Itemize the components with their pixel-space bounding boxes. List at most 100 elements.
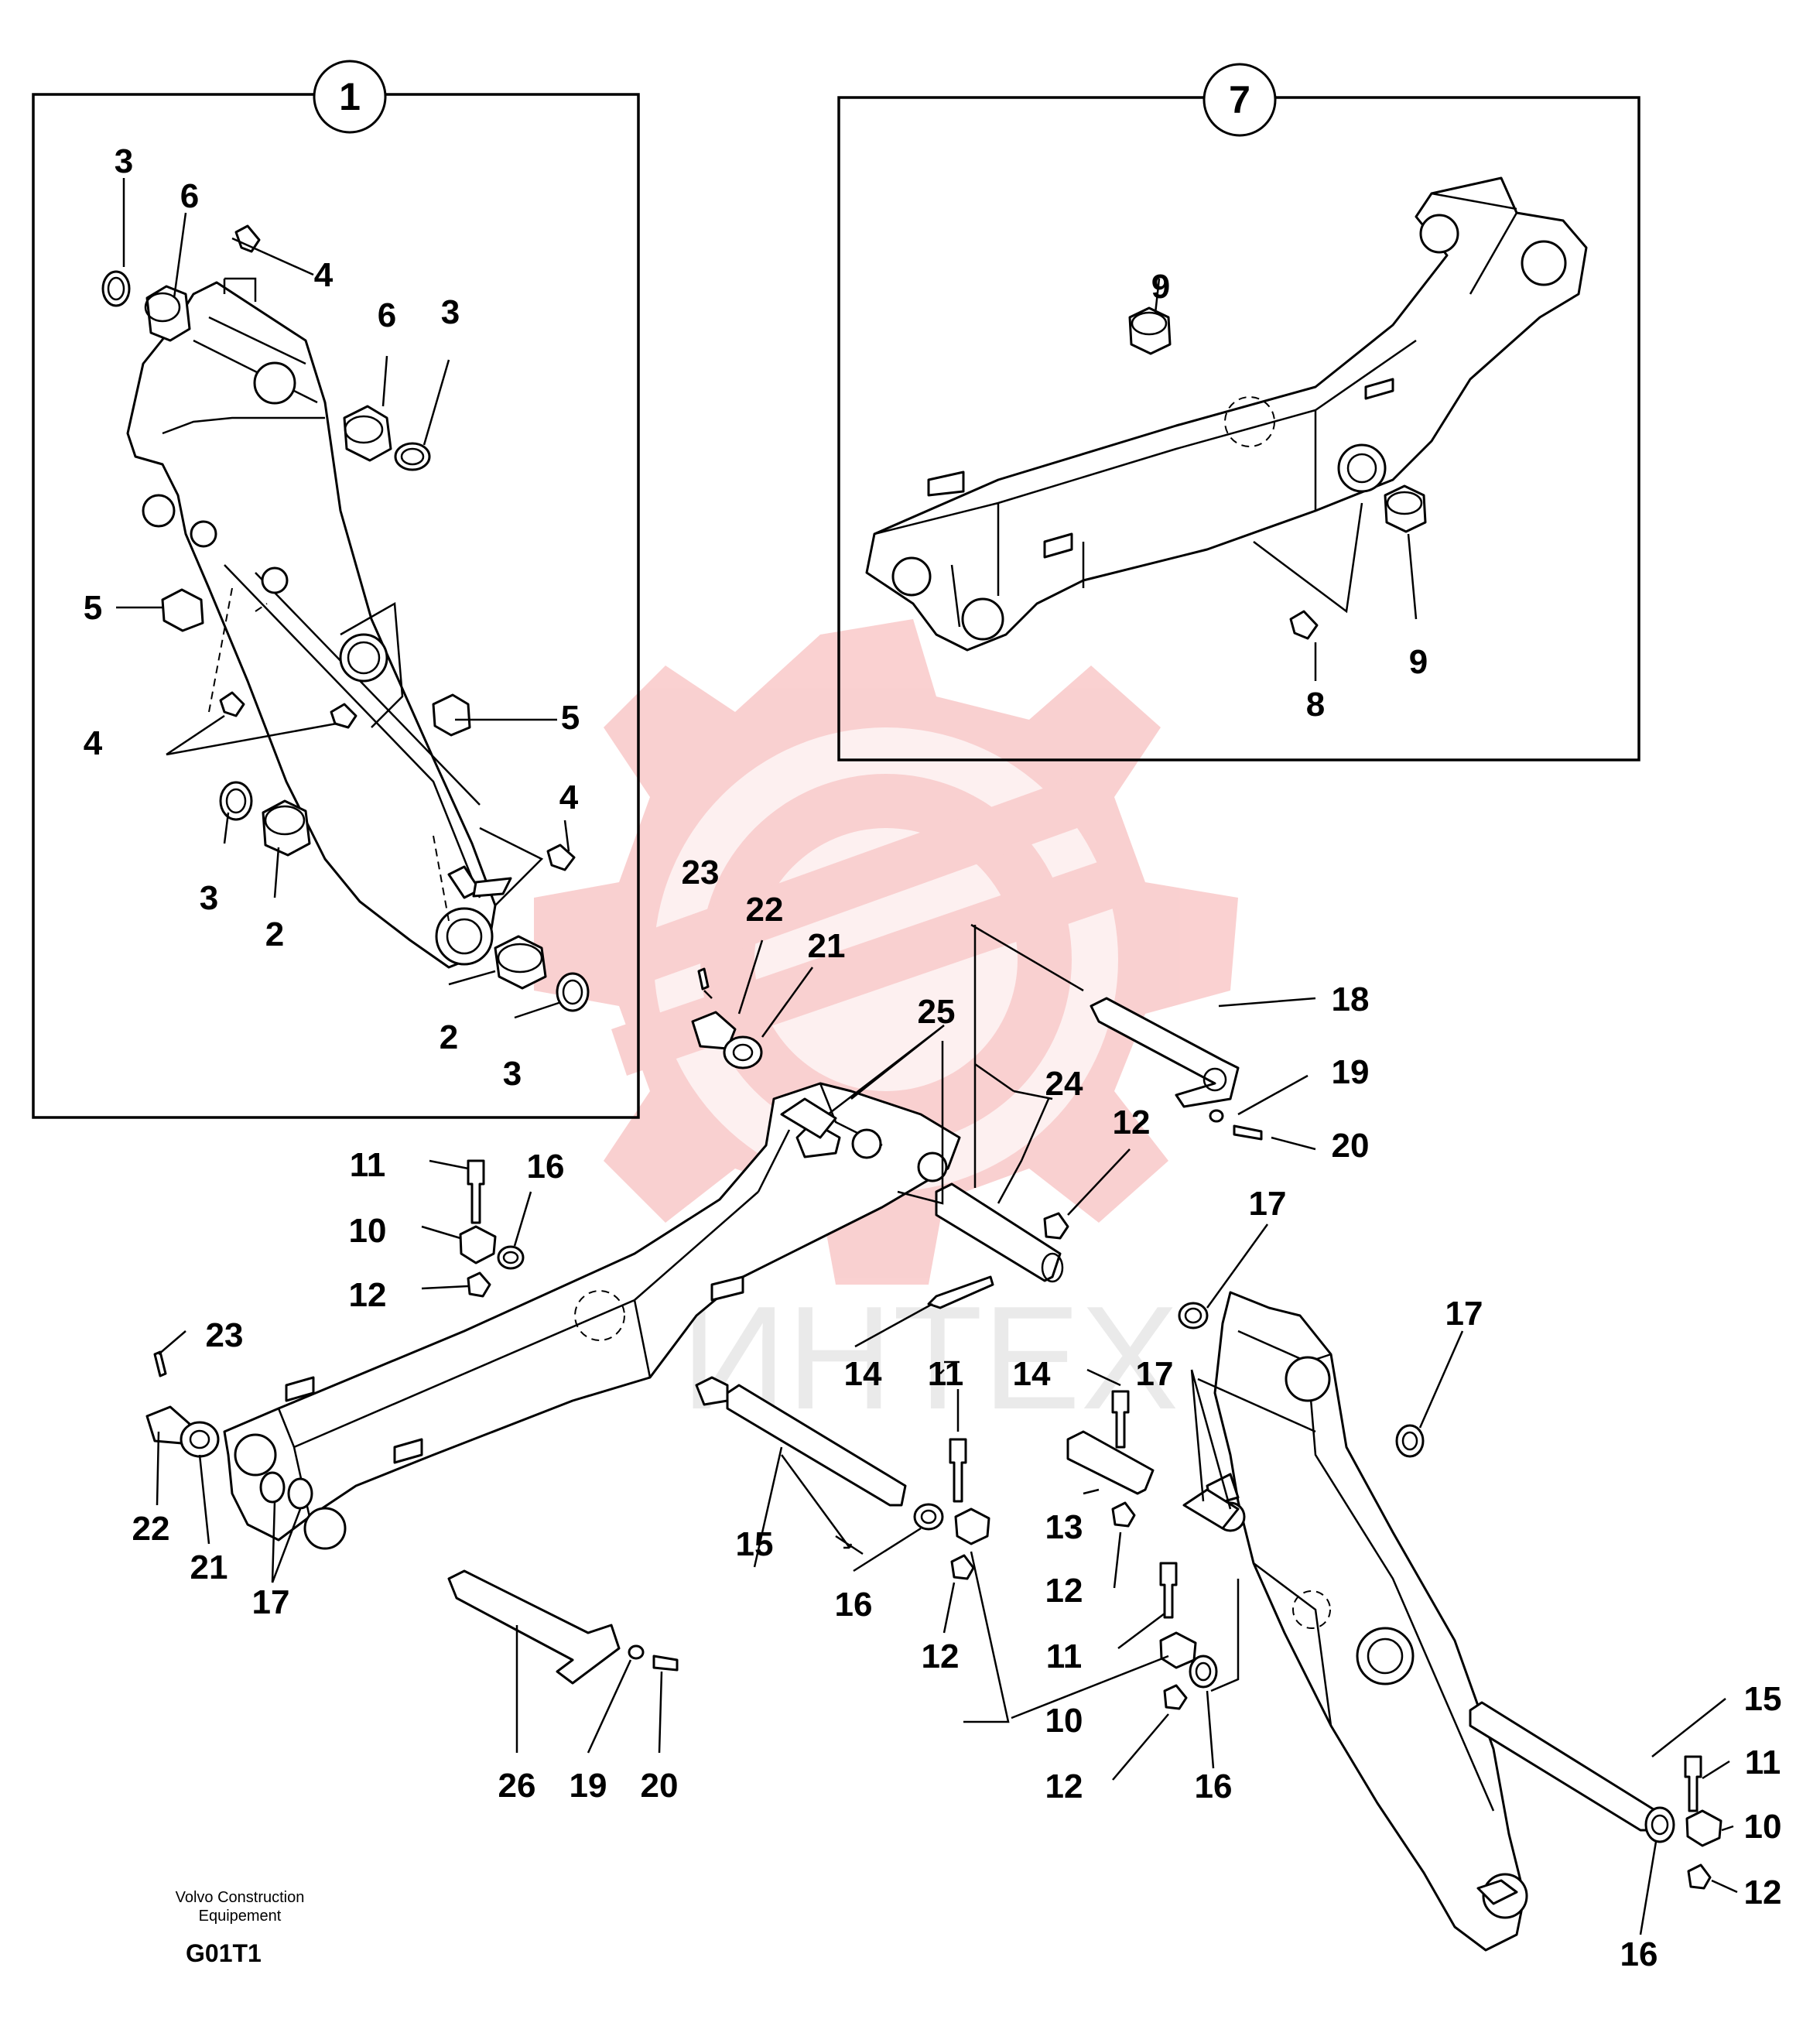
callout-23-b: 23 <box>206 1316 244 1354</box>
washer-19-lower <box>628 1644 645 1660</box>
callout-15-a: 15 <box>736 1525 774 1563</box>
callout-17-c: 17 <box>1445 1295 1483 1333</box>
cotter-pin-23-top <box>697 967 710 991</box>
bushing-5-left <box>161 588 204 632</box>
seal-3-top-left <box>101 270 131 307</box>
callout-16-c: 16 <box>1195 1768 1233 1805</box>
callout-14-a: 14 <box>844 1355 882 1393</box>
bushing-9-right <box>1384 484 1427 533</box>
callout-12-c: 12 <box>922 1637 960 1675</box>
bushing-6-top-left <box>145 285 191 342</box>
callout-11-b: 11 <box>928 1355 964 1393</box>
bushing-10-far-right <box>1685 1809 1722 1847</box>
bolt-20-top <box>1233 1124 1263 1141</box>
nut-12-right-b <box>1163 1684 1188 1710</box>
spring-25 <box>780 1097 837 1139</box>
group-7-number: 7 <box>1229 78 1250 121</box>
group-1-number: 1 <box>339 75 361 118</box>
callout-12-f: 12 <box>1744 1874 1782 1911</box>
callout-16-a: 16 <box>527 1148 565 1186</box>
grease-nipple-4-mid <box>330 703 358 729</box>
callout-6-a: 6 <box>180 177 199 215</box>
nut-12-top <box>1043 1212 1069 1240</box>
callout-3-c: 3 <box>200 879 218 917</box>
bushing-10-center <box>954 1507 990 1545</box>
bolt-20-lower <box>652 1655 679 1672</box>
bushing-9-top <box>1128 306 1172 355</box>
grease-nipple-4-top <box>234 224 261 253</box>
bolt-14-right <box>1111 1390 1130 1449</box>
callout-17-a: 17 <box>252 1583 290 1621</box>
bushing-2-lower-left <box>262 799 311 857</box>
nut-12-left <box>467 1271 491 1298</box>
callout-15-b: 15 <box>1744 1680 1782 1718</box>
diagram-code: G01T1 <box>186 1939 262 1967</box>
seal-17-left-b <box>287 1477 313 1510</box>
cotter-pin-23-left <box>153 1350 167 1377</box>
pin-18 <box>1090 997 1240 1108</box>
bolt-11-center <box>949 1438 967 1503</box>
washer-21-left <box>180 1421 220 1458</box>
callout-6-b: 6 <box>378 296 396 334</box>
callout-16-d: 16 <box>1620 1935 1658 1973</box>
spring-17-right <box>1182 1488 1240 1530</box>
boom-drawing-group-1 <box>126 281 512 969</box>
bolt-14-center <box>927 1275 994 1309</box>
seal-3-right <box>394 442 431 471</box>
seal-3-bottom <box>556 972 590 1012</box>
pin-24 <box>935 1182 1062 1282</box>
callout-4-b: 4 <box>84 724 103 762</box>
callout-14-b: 14 <box>1013 1355 1051 1393</box>
callout-13: 13 <box>1045 1508 1083 1546</box>
footer: Volvo Construction Equipement G01T1 <box>139 1888 340 1968</box>
grease-nipple-8 <box>1289 610 1319 640</box>
callout-10-d: 10 <box>1744 1808 1782 1846</box>
callout-18: 18 <box>1332 980 1370 1018</box>
manufacturer-name: Volvo Construction Equipement <box>139 1888 340 1925</box>
callout-21-b: 21 <box>190 1549 228 1586</box>
callout-4-a: 4 <box>314 256 334 294</box>
bolt-11-left <box>467 1159 485 1224</box>
group-7-small-parts <box>1128 278 1427 681</box>
callout-3-d: 3 <box>503 1055 522 1093</box>
callout-19-a: 19 <box>1332 1053 1370 1091</box>
nut-12-center <box>950 1554 975 1580</box>
callout-25: 25 <box>918 993 956 1031</box>
bushing-6-right <box>343 405 392 462</box>
callout-12-d: 12 <box>1045 1572 1083 1610</box>
callout-20-b: 20 <box>641 1767 679 1805</box>
main-small-parts <box>145 923 1316 1754</box>
callout-19-b: 19 <box>570 1767 607 1805</box>
seal-16-left <box>497 1245 525 1270</box>
callout-23-a: 23 <box>682 854 720 891</box>
manufacturer-line-2: Equipement <box>198 1908 282 1925</box>
main-arm-small-parts <box>1011 1223 1738 1935</box>
callout-17-d: 17 <box>1136 1355 1174 1393</box>
callout-12-b: 12 <box>349 1276 387 1314</box>
callout-11-d: 11 <box>1745 1744 1781 1781</box>
seal-16-far-right <box>1644 1806 1675 1843</box>
callout-12-e: 12 <box>1045 1768 1083 1805</box>
manufacturer-line-1: Volvo Construction <box>175 1889 305 1906</box>
seal-16-right <box>1189 1655 1218 1689</box>
washer-21-top <box>723 1035 763 1069</box>
callout-3-a: 3 <box>115 142 133 180</box>
nut-12-right-a <box>1111 1501 1136 1528</box>
main-arm-drawing <box>1206 1291 1528 1952</box>
bushing-10-right <box>1159 1631 1197 1669</box>
grease-nipple-4-lower <box>546 844 576 871</box>
callout-24: 24 <box>1045 1065 1083 1103</box>
callout-10-a: 10 <box>349 1212 387 1250</box>
callout-5-a: 5 <box>84 589 102 627</box>
callout-22-b: 22 <box>132 1510 170 1548</box>
group-1-badge <box>313 60 387 134</box>
seal-17-top <box>1178 1302 1209 1329</box>
seal-3-lower-left <box>219 781 253 821</box>
seal-17-right <box>1395 1424 1425 1458</box>
pin-13 <box>1066 1430 1155 1495</box>
washer-19-top <box>1209 1109 1224 1123</box>
bolt-11-right <box>1159 1562 1178 1619</box>
callout-5-b: 5 <box>561 699 580 737</box>
